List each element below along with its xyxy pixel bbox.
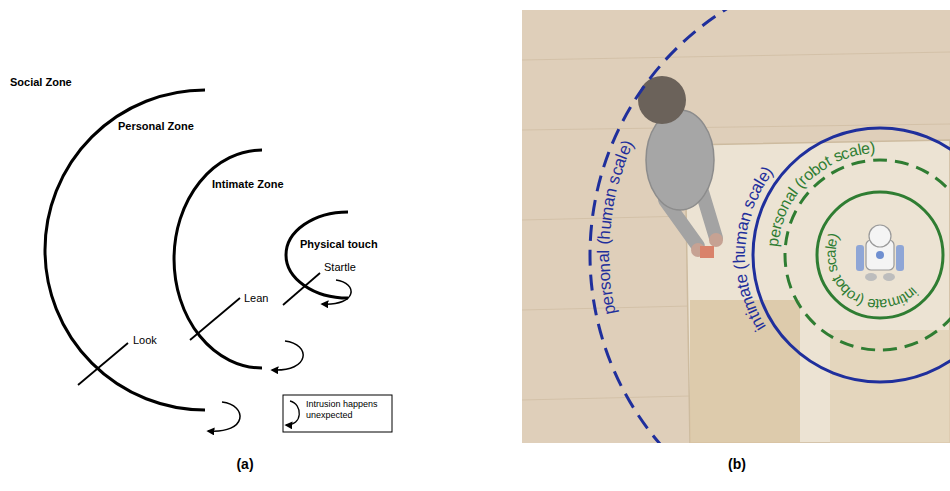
zone-label: Physical touch [300, 238, 378, 251]
reaction-label: Startle [324, 261, 356, 274]
zone-label: personal (robot scale) [764, 139, 876, 248]
personal-robot-circle [785, 160, 950, 350]
person [638, 76, 723, 258]
panel-label: (b) [728, 456, 746, 472]
label-glyph: a [821, 249, 838, 258]
panel-label: (a) [236, 456, 253, 472]
zone-label: Personal Zone [118, 120, 194, 133]
zone-label: intimate (human scale) [730, 162, 778, 334]
label-glyph: ) [869, 139, 876, 158]
tick-lines [78, 273, 320, 385]
intimate-human-circle [753, 128, 950, 382]
label-glyph: a [594, 253, 614, 263]
tick-line [190, 298, 240, 340]
cardboard [690, 300, 800, 443]
label-glyph: h [730, 254, 750, 264]
zone-label: intimate (robot scale) [821, 230, 921, 313]
label-glyph [594, 245, 614, 250]
personal-human-circle [590, 10, 950, 443]
legend-sample [286, 401, 299, 425]
curl-arrow [208, 402, 240, 431]
label-glyph: l [594, 250, 614, 254]
zone-label: Intimate Zone [212, 178, 284, 191]
label-glyph: n [594, 263, 614, 273]
reaction-label: Look [133, 334, 157, 347]
zone-label: personal (human scale) [594, 137, 637, 317]
label-glyph: ( [731, 263, 751, 270]
legend-text: Intrusion happens unexpected [306, 399, 389, 421]
label-glyph: a [879, 296, 889, 314]
curl-arrow [322, 280, 351, 304]
legend-box [283, 395, 392, 432]
intimate-arc [286, 212, 348, 298]
photo [522, 10, 950, 443]
label-glyph: h [595, 229, 615, 240]
floor [522, 10, 950, 443]
zone-label: Social Zone [10, 76, 72, 89]
robot [856, 225, 904, 281]
social-arc [45, 90, 205, 410]
reaction-label: Lean [244, 292, 268, 305]
curl-arrow [272, 341, 303, 370]
tick-line [78, 343, 128, 385]
cardboard [830, 330, 950, 443]
tick-line [283, 273, 320, 305]
intimate-robot-circle [817, 192, 943, 318]
label-glyph: u [730, 244, 750, 254]
